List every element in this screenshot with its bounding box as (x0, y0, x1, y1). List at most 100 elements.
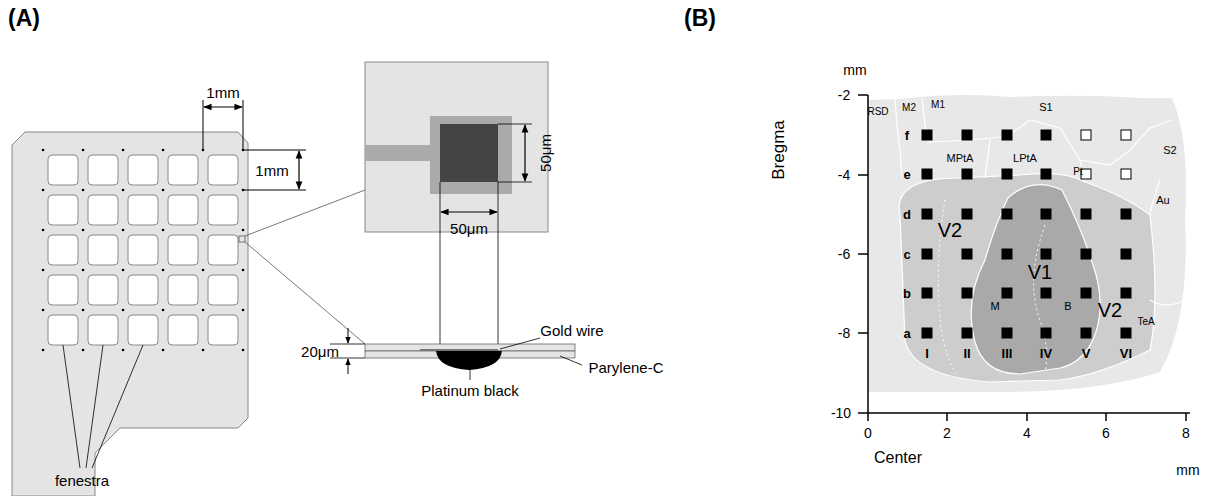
electrode-site (1041, 209, 1051, 219)
electrode-site (1081, 288, 1091, 298)
electrode-dot (242, 309, 245, 312)
region-label: TeA (1137, 317, 1154, 327)
fenestra-grid (42, 149, 245, 352)
column-label: V (1082, 347, 1091, 360)
electrode-site (1002, 130, 1012, 140)
electrode-site (962, 130, 972, 140)
fenestra-hole (168, 155, 198, 185)
electrode-dot (82, 229, 85, 232)
tick-label: 4 (1023, 426, 1031, 440)
fenestra-hole (208, 155, 238, 185)
electrode-site (1002, 328, 1012, 338)
electrode-site (922, 130, 932, 140)
electrode-site (1041, 288, 1051, 298)
tick-label: -6 (838, 247, 850, 261)
region-label: V1 (1028, 262, 1052, 282)
region-label: RSD (867, 107, 888, 117)
fenestra-hole (128, 195, 158, 225)
electrode-dot (242, 349, 245, 352)
axis-title: Center (874, 450, 922, 466)
row-label: b (903, 287, 911, 300)
fenestra-hole (168, 315, 198, 345)
electrode-site (1081, 130, 1091, 140)
fenestra-hole (208, 195, 238, 225)
fenestra-hole (208, 275, 238, 305)
column-label: II (963, 347, 970, 360)
row-label: f (905, 129, 909, 142)
electrode-site (962, 288, 972, 298)
panel-label: (A) (8, 7, 40, 30)
electrode-dot (122, 229, 125, 232)
fenestra-hole (88, 195, 118, 225)
electrode-dot (82, 349, 85, 352)
v1-region (971, 185, 1100, 374)
electrode-site (922, 249, 932, 259)
dimension: 50μm (538, 134, 553, 172)
electrode-site (1002, 209, 1012, 219)
electrode-dot (122, 309, 125, 312)
region-label: LPtA (1013, 153, 1037, 164)
tick-label: -8 (838, 326, 850, 340)
dimension: 1mm (255, 163, 288, 178)
electrode-site (962, 249, 972, 259)
fenestra-hole (88, 275, 118, 305)
electrode-dot (122, 349, 125, 352)
electrode-site (1081, 209, 1091, 219)
fenestra-hole (208, 235, 238, 265)
region-label: Au (1156, 195, 1169, 206)
dimension: 1mm (206, 85, 239, 100)
fenestra-hole (48, 275, 78, 305)
tick-label: -10 (831, 406, 851, 420)
electrode-dot (42, 229, 45, 232)
electrode-dot (162, 149, 165, 152)
electrode-site (1121, 288, 1131, 298)
electrode-site (1121, 328, 1131, 338)
axes (858, 95, 1190, 421)
electrode-dot (42, 269, 45, 272)
electrode-sheet (12, 132, 248, 496)
dimension: 20μm (301, 344, 339, 359)
fenestra-hole (88, 235, 118, 265)
electrode-grid (922, 130, 1131, 338)
electrode-dot (42, 189, 45, 192)
electrode-site (1081, 249, 1091, 259)
electrode-dot (202, 349, 205, 352)
fenestra-hole (48, 155, 78, 185)
region-label: M (990, 301, 999, 312)
cortex-region (868, 95, 1186, 392)
electrode-site (1002, 288, 1012, 298)
fenestra-hole (48, 235, 78, 265)
electrode-dot (122, 149, 125, 152)
axis-title: Bregma (770, 120, 787, 180)
part-name: fenestra (55, 473, 109, 488)
electrode-dot (42, 349, 45, 352)
dimension: 50μm (450, 221, 488, 236)
part-name: Platinum black (421, 383, 519, 398)
electrode-dot (202, 269, 205, 272)
electrode-site (962, 169, 972, 179)
electrode-site (1121, 169, 1131, 179)
tick-label: -2 (838, 88, 850, 102)
fenestra-hole (128, 315, 158, 345)
region-label: M1 (931, 100, 945, 110)
electrode-site (962, 209, 972, 219)
row-label: e (903, 168, 910, 181)
fenestra-hole (48, 315, 78, 345)
fenestra-hole (128, 275, 158, 305)
electrode-dot (162, 349, 165, 352)
electrode-inset (365, 62, 548, 232)
electrode-dot (162, 269, 165, 272)
electrode-dot (82, 309, 85, 312)
fenestra-hole (168, 195, 198, 225)
region-label: S1 (1039, 102, 1052, 113)
electrode-site (1081, 328, 1091, 338)
electrode-dot (42, 149, 45, 152)
electrode-site (1041, 328, 1051, 338)
fenestra-hole (168, 275, 198, 305)
region-label: M2 (902, 103, 916, 113)
electrode-site (1002, 169, 1012, 179)
electrode-dot (82, 149, 85, 152)
electrode-dot (162, 309, 165, 312)
region-label: B (1064, 301, 1071, 312)
